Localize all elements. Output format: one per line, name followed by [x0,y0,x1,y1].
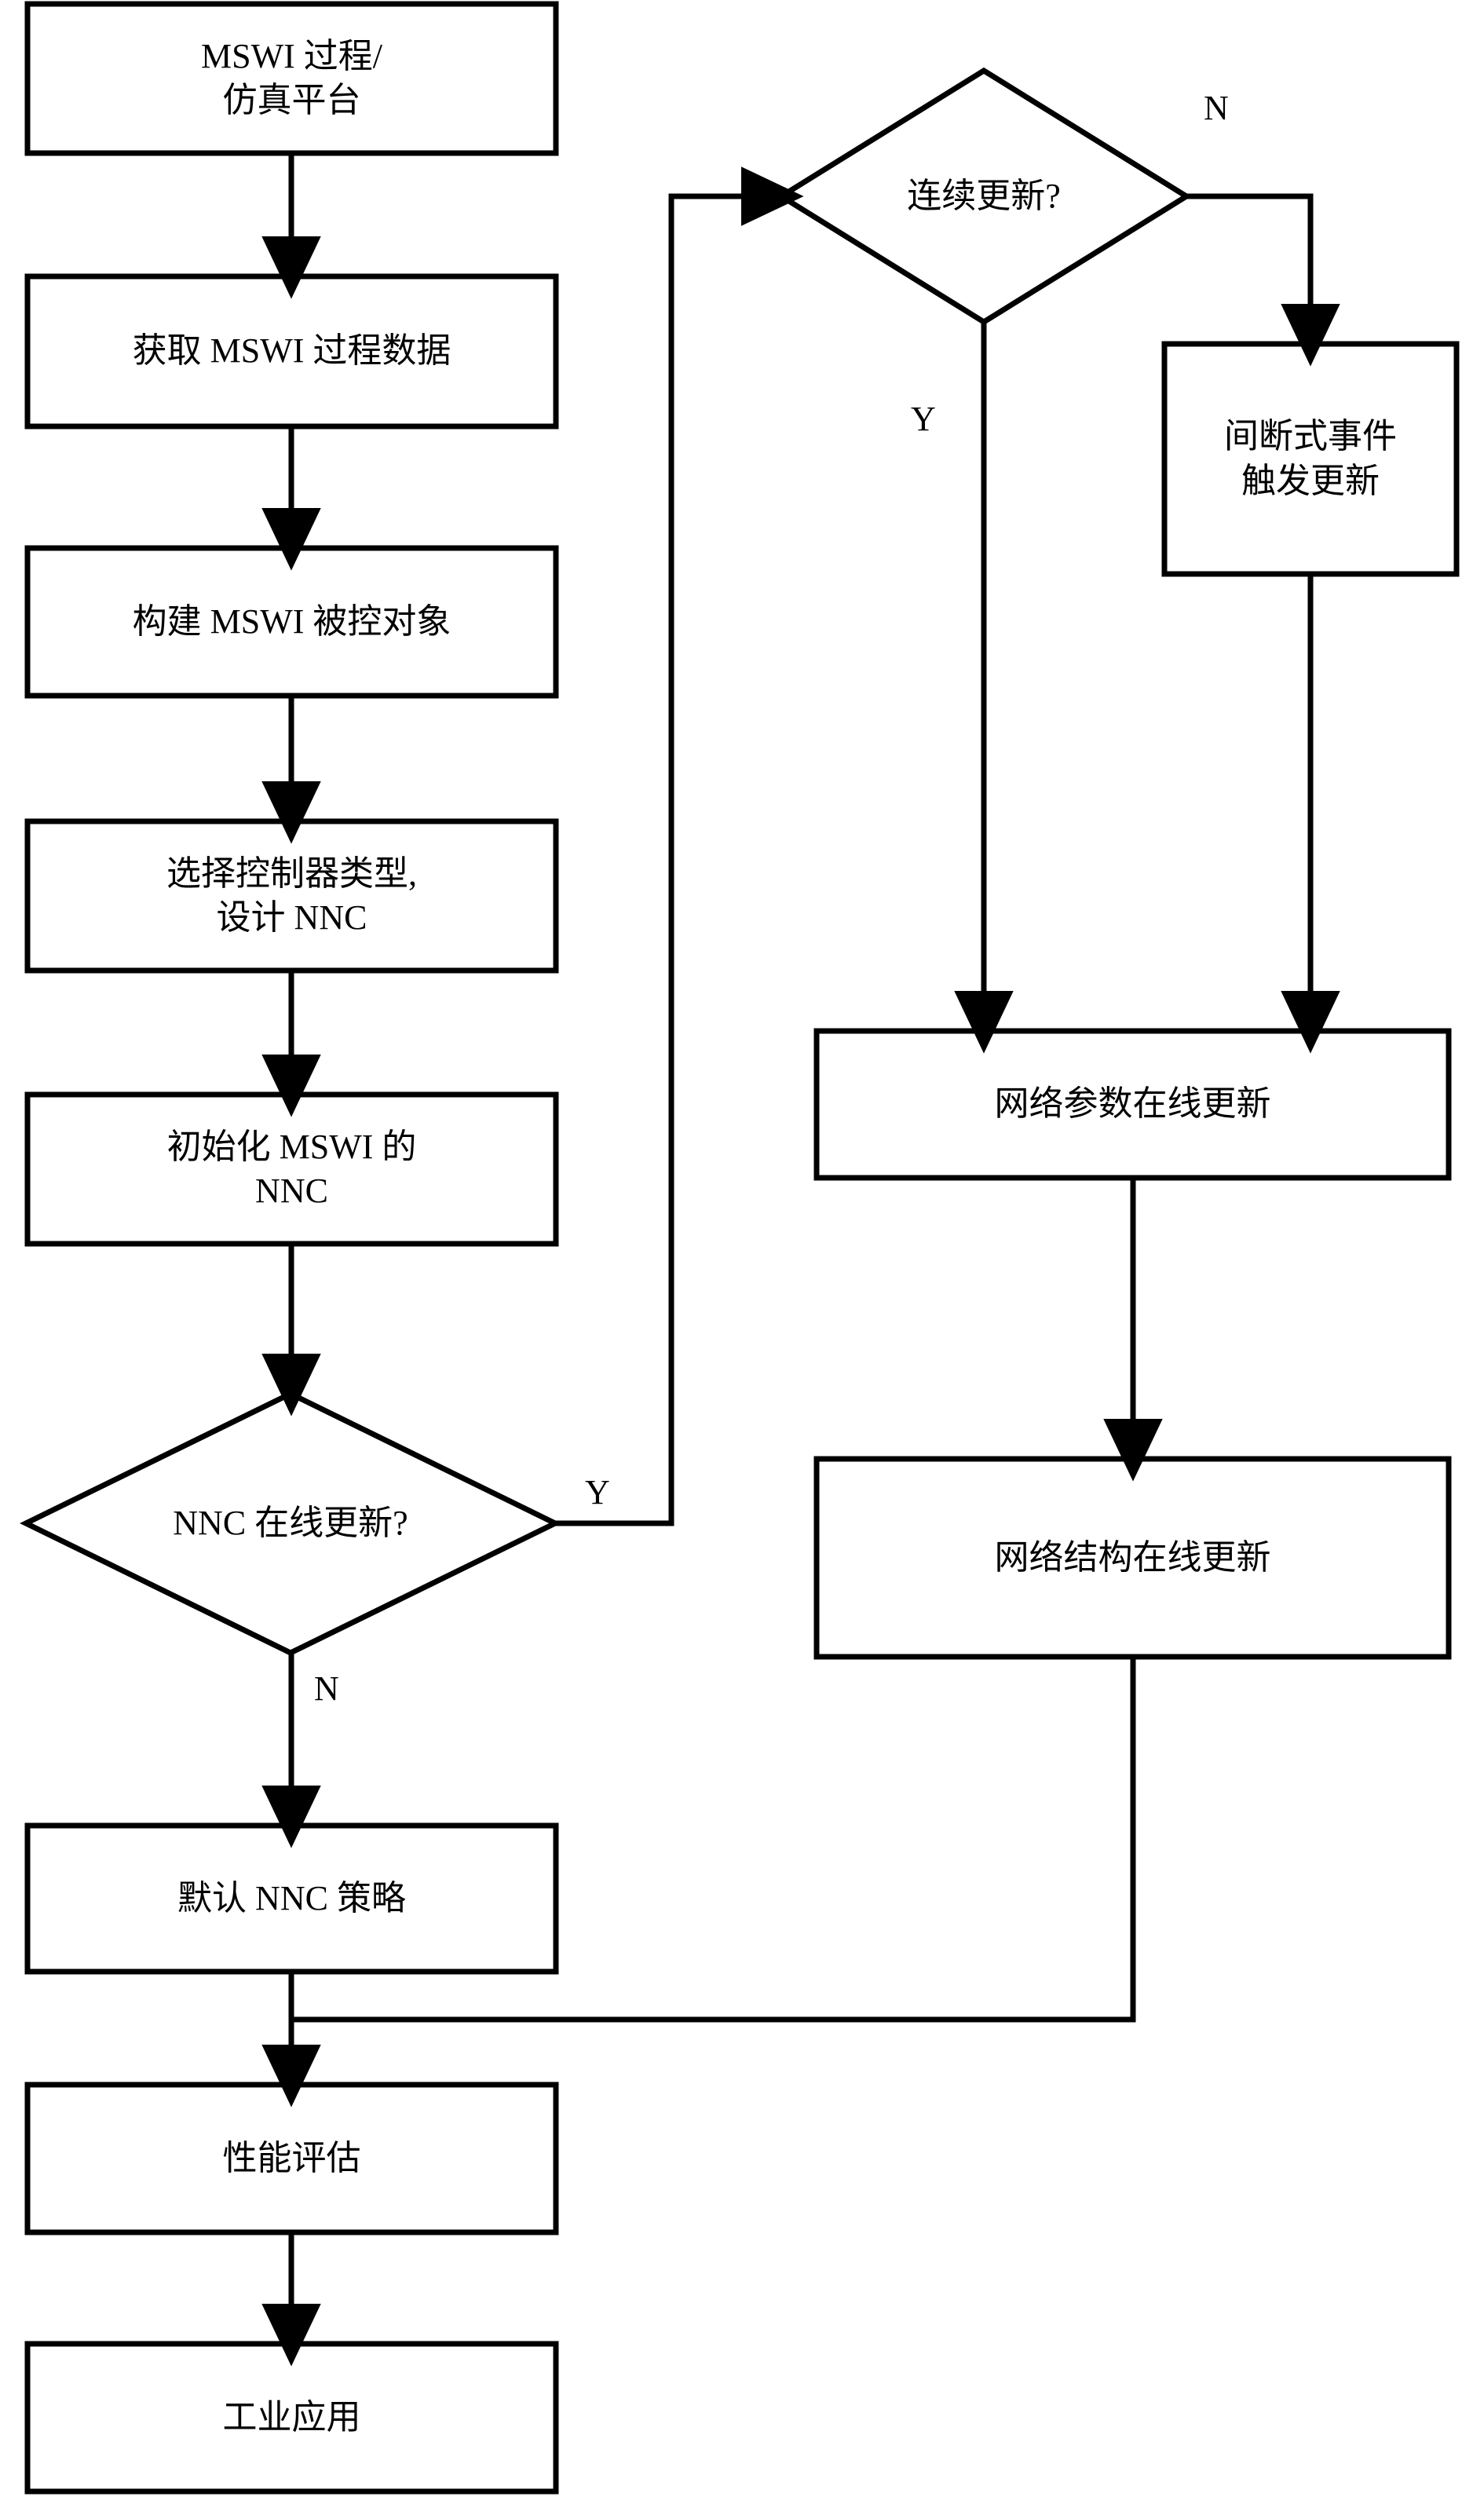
connectors [261,153,1340,2367]
shape-industrial-application [24,2341,559,2495]
shape-acquire-process-data [24,273,559,430]
node-shapes [20,1,1460,2495]
edge-label-continuous-no: N [1204,89,1229,127]
shape-build-controlled-object [24,545,559,699]
shape-performance-evaluation [24,2082,559,2235]
shape-initialize-nnc [24,1091,559,1247]
edge-structure-feedback-to-performance [291,1657,1136,2023]
shape-select-controller-type [24,818,559,974]
shape-network-structure-update [813,1456,1452,1660]
shape-nnc-online-update-decision [20,1391,561,1656]
edge-label-nnc-yes: Y [585,1473,610,1512]
shape-intermittent-event-trigger [1161,341,1460,577]
shape-network-parameter-update [813,1028,1452,1181]
edge-label-nnc-no: N [314,1669,339,1708]
edge-label-continuous-yes: Y [911,400,936,438]
shape-mswi-process-platform [24,1,559,156]
shape-continuous-update-decision [776,67,1192,326]
edge-nnc-decision-yes-to-continuous [555,166,804,1526]
edge-continuous-no-to-intermittent [1186,193,1340,367]
shape-default-nnc-policy [24,1822,559,1975]
